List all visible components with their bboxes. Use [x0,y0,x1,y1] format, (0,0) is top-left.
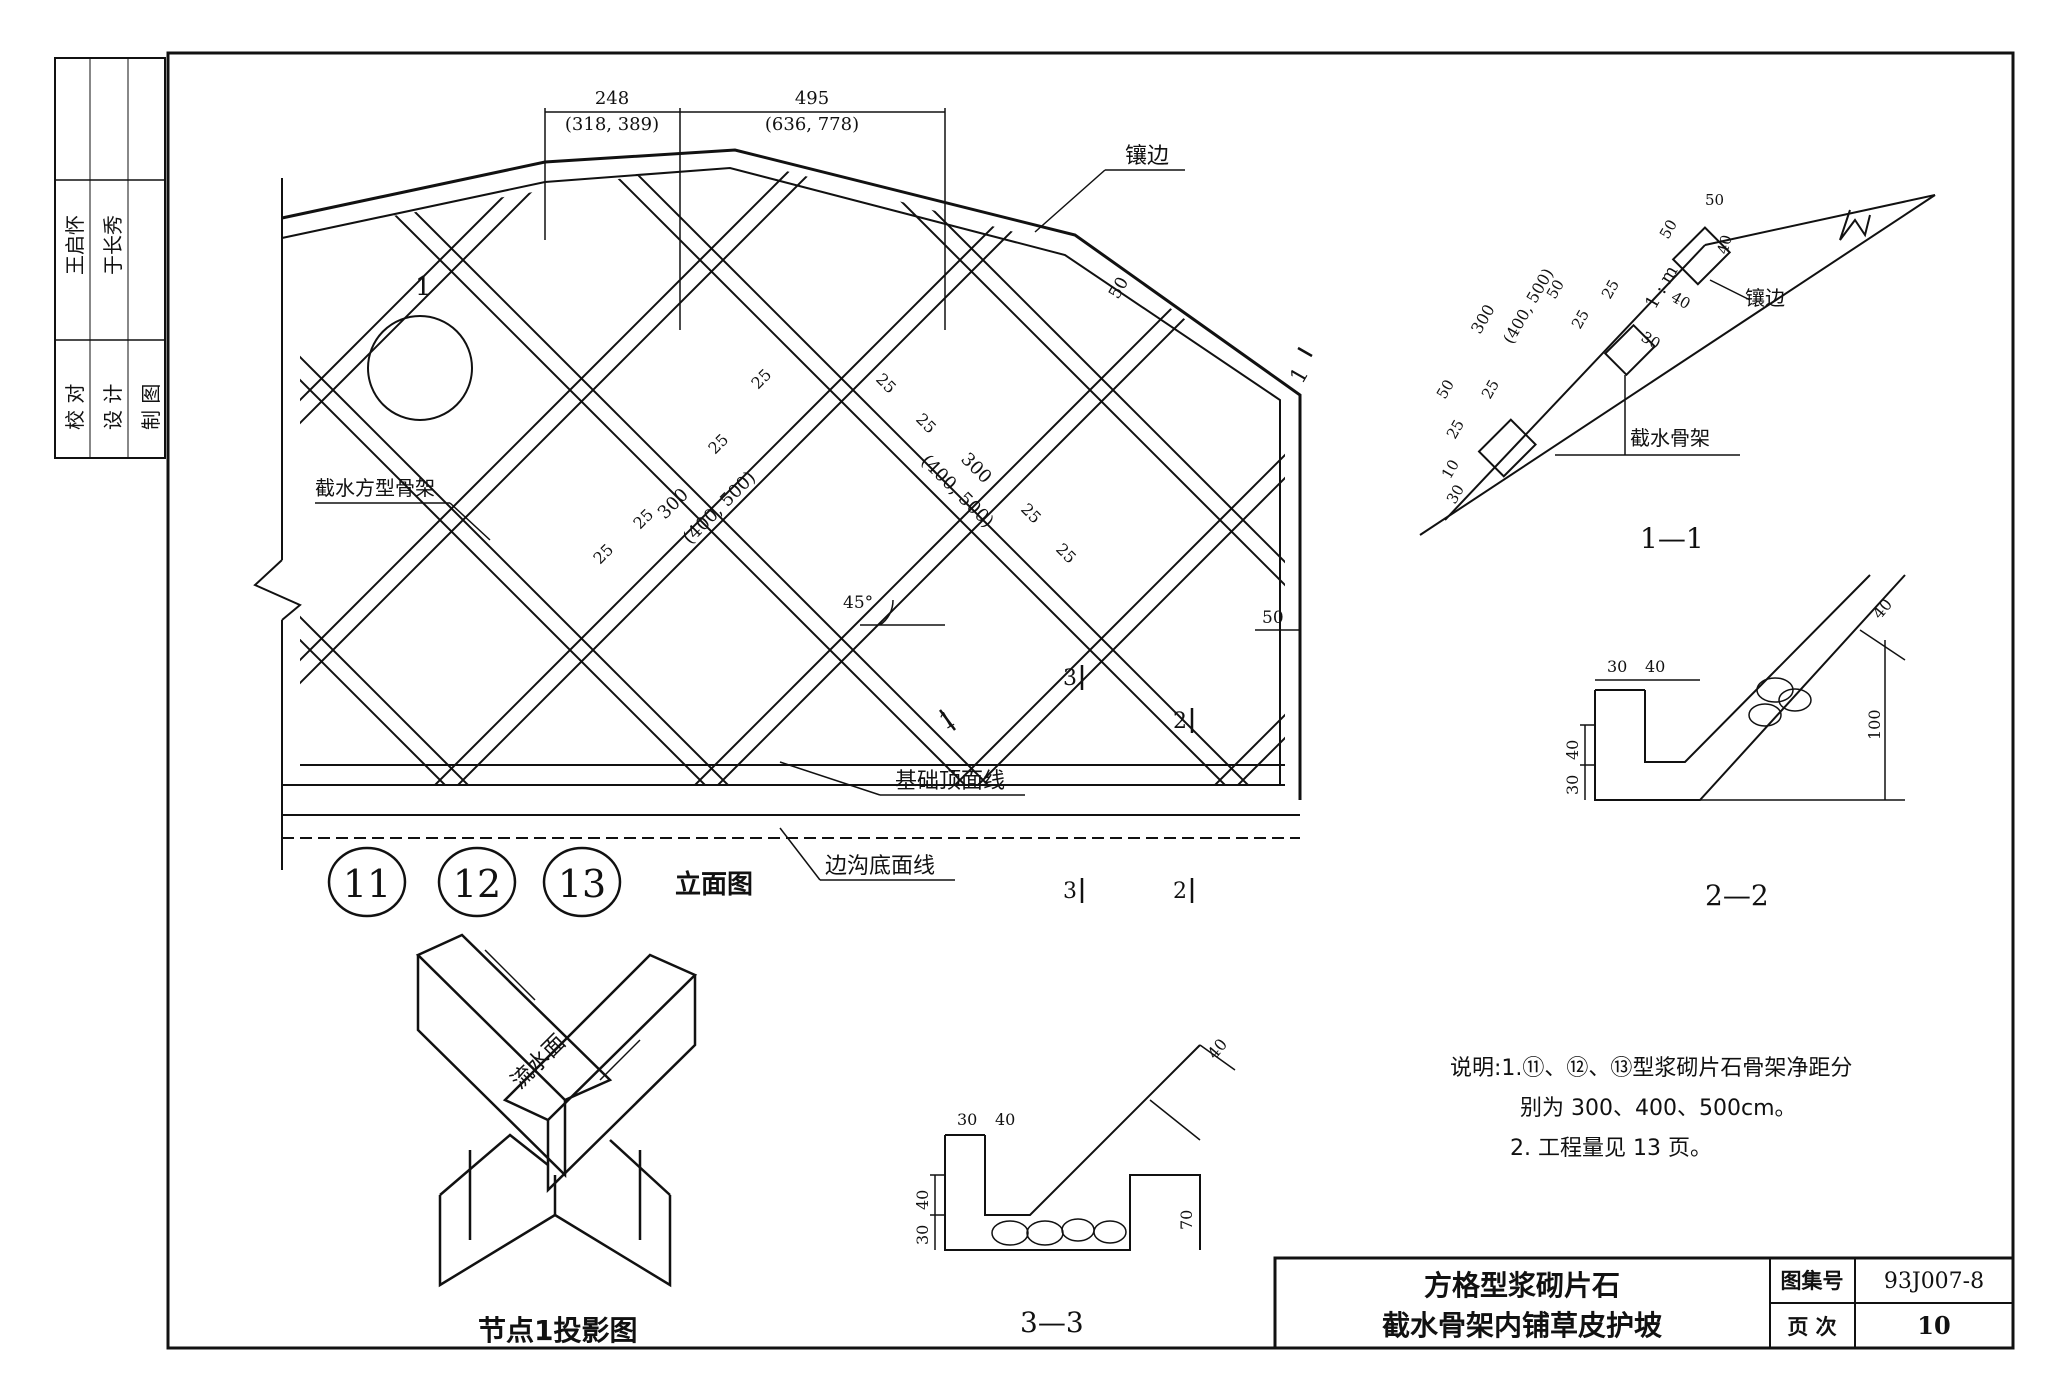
dim-25-1: 25 [747,365,775,393]
type-12-circle [437,846,517,918]
s2-dim-40b: 40 [1563,740,1582,760]
s1-dim-25a: 25 [1598,276,1623,302]
note-line-2: 别为 300、400、500cm。 [1520,1096,1797,1121]
outer-edge-line [281,148,1302,800]
s2-dim-30b: 30 [1563,775,1582,795]
section-3-title: 3—3 [1020,1306,1084,1339]
title-line-2: 截水骨架内铺草皮护坡 [1382,1309,1662,1342]
signature-names: 王启怀 于长秀 [63,215,125,275]
section-2-2: 30 40 40 30 100 40 2—2 [1563,574,1906,912]
section-1-title: 1—1 [1640,522,1704,555]
cut-2-bottom: 2 [1173,879,1187,904]
dim-25-2: 25 [589,540,617,568]
cut-1-top: 1 [1286,363,1315,388]
s1-dim-25d: 25 [1443,416,1468,442]
skeleton-grid [282,160,1285,785]
dim-300-left-alt: (400, 500) [679,467,760,548]
dim-248: 248 [595,88,629,109]
type-13: 13 [558,862,606,906]
role-check: 校 对 [63,384,87,430]
s1-dim-300-alt: (400, 500) [1499,265,1557,347]
type-11-circle [327,846,407,918]
dim-300-left: 300 [654,484,693,523]
s1-dim-25c: 25 [1478,376,1503,402]
signature-name-2: 于长秀 [101,215,125,275]
cut-2-top: 2 [1173,709,1187,734]
s1-dim-50b: 50 [1656,216,1681,242]
s1-dim-40a: 40 [1713,233,1735,256]
s1-dim-40b: 40 [1668,288,1694,313]
dim-25-8: 25 [1052,539,1080,567]
dim-495-alt: (636, 778) [765,114,859,135]
node-1-circle [367,315,473,421]
elevation-view: 248 (318, 389) 495 (636, 778) 镶边 50 1 截水… [253,88,1315,918]
signature-block [54,57,166,459]
s2-dim-30: 30 [1607,657,1627,676]
title-block: 方格型浆砌片石 截水骨架内铺草皮护坡 图集号 93J007-8 页 次 10 [1273,1256,2015,1350]
signature-name-1: 王启怀 [63,215,87,275]
note-line-1: 说明:1.⑪、⑫、⑬型浆砌片石骨架净距分 [1450,1056,1852,1081]
cut-3-top: 3 [1063,666,1077,691]
dim-50-right: 50 [1262,608,1284,628]
s1-dim-50d: 50 [1433,376,1458,402]
dim-25-5: 25 [872,369,900,397]
type-12: 12 [453,862,501,906]
s3-dim-40: 40 [995,1110,1015,1129]
atlas-label: 图集号 [1781,1269,1844,1293]
elevation-title: 立面图 [675,869,753,900]
node-1-label: 1 [415,272,432,302]
type-11: 11 [343,862,391,906]
s3-dim-40c: 40 [1204,1035,1232,1063]
note-line-3: 2. 工程量见 13 页。 [1510,1136,1712,1161]
cut-3-bottom: 3 [1063,879,1077,904]
dim-248-alt: (318, 389) [565,114,659,135]
dim-495: 495 [795,88,829,109]
s1-dim-30b: 30 [1443,481,1468,507]
s1-dim-50a: 50 [1705,191,1724,209]
page-number: 10 [1917,1311,1950,1340]
s3-dim-30b: 30 [913,1225,932,1245]
s1-dim-300: 300 [1467,301,1499,337]
atlas-number: 93J007-8 [1884,1269,1984,1294]
s3-dim-30: 30 [957,1110,977,1129]
role-draw: 制 图 [139,384,163,430]
dim-25-6: 25 [912,409,940,437]
section-3-3: 30 40 40 30 70 40 3—3 [913,1035,1236,1339]
edge-label: 镶边 [1125,144,1169,169]
signature-roles: 校 对 设 计 制 图 [63,384,163,430]
dim-25-4: 25 [704,430,732,458]
foundation-label: 基础顶面线 [895,769,1005,794]
title-line-1: 方格型浆砌片石 [1424,1269,1620,1302]
dim-25-7: 25 [1017,499,1045,527]
skeleton-label: 截水方型骨架 [315,476,435,500]
s3-dim-70: 70 [1177,1210,1196,1230]
ditch-label: 边沟底面线 [825,854,935,879]
section-1-1: 截水骨架 镶边 1 : m 50 50 40 40 30 300 (400, 5… [1419,191,1936,555]
s2-dim-40: 40 [1645,657,1665,676]
s1-dim-10: 10 [1438,456,1463,482]
s1-dim-30: 30 [1638,328,1664,353]
sheet-border [166,51,2015,1350]
page-label: 页 次 [1787,1315,1836,1339]
role-design: 设 计 [101,384,125,430]
type-13-circle [542,846,622,918]
s1-dim-25b: 25 [1568,306,1593,332]
break-symbol [253,559,302,621]
node-projection: 流水面 节点1投影图 [415,933,698,1347]
notes: 说明:1.⑪、⑫、⑬型浆砌片石骨架净距分 别为 300、400、500cm。 2… [1450,1056,1852,1161]
angle-45: 45° [843,593,873,613]
s3-dim-40b: 40 [913,1190,932,1210]
s2-dim-40c: 40 [1869,595,1897,623]
section-1-skeleton-label: 截水骨架 [1630,426,1710,450]
section-1-edge-label: 镶边 [1745,286,1785,310]
node-projection-title: 节点1投影图 [478,1314,637,1347]
inner-edge-line [281,166,1281,785]
flow-label: 流水面 [507,1030,571,1094]
section-2-title: 2—2 [1705,879,1769,912]
s2-dim-100: 100 [1865,709,1884,740]
